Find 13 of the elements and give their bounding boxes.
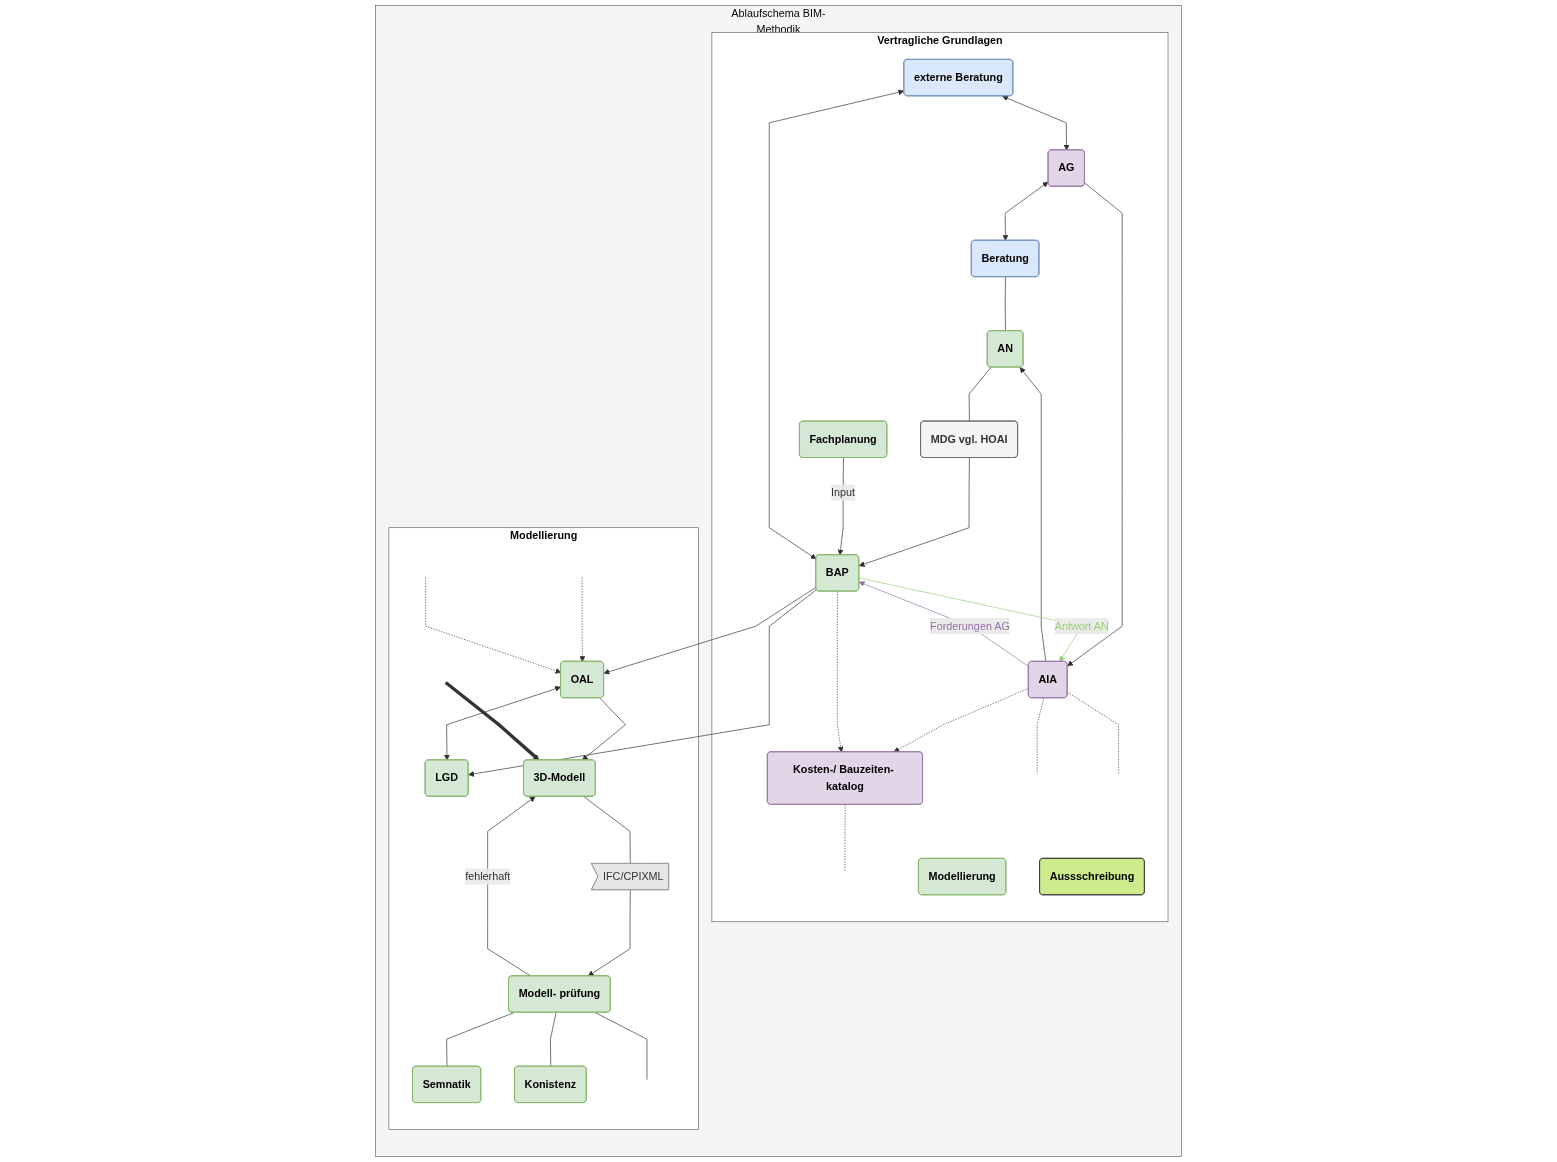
connector bbox=[1067, 691, 1119, 774]
connector bbox=[550, 1012, 557, 1067]
connector bbox=[1004, 276, 1006, 332]
edge-label: Input bbox=[831, 486, 856, 498]
connector bbox=[594, 1012, 648, 1080]
connector bbox=[968, 367, 992, 422]
connector bbox=[583, 796, 631, 865]
connector bbox=[1036, 697, 1045, 774]
edge-label: Antwort AN bbox=[1054, 620, 1109, 632]
edge-label: Forderungen AG bbox=[930, 620, 1010, 632]
connector bbox=[446, 1012, 515, 1067]
arrow bbox=[444, 681, 540, 761]
edge-label: fehlerhaft bbox=[465, 870, 511, 882]
